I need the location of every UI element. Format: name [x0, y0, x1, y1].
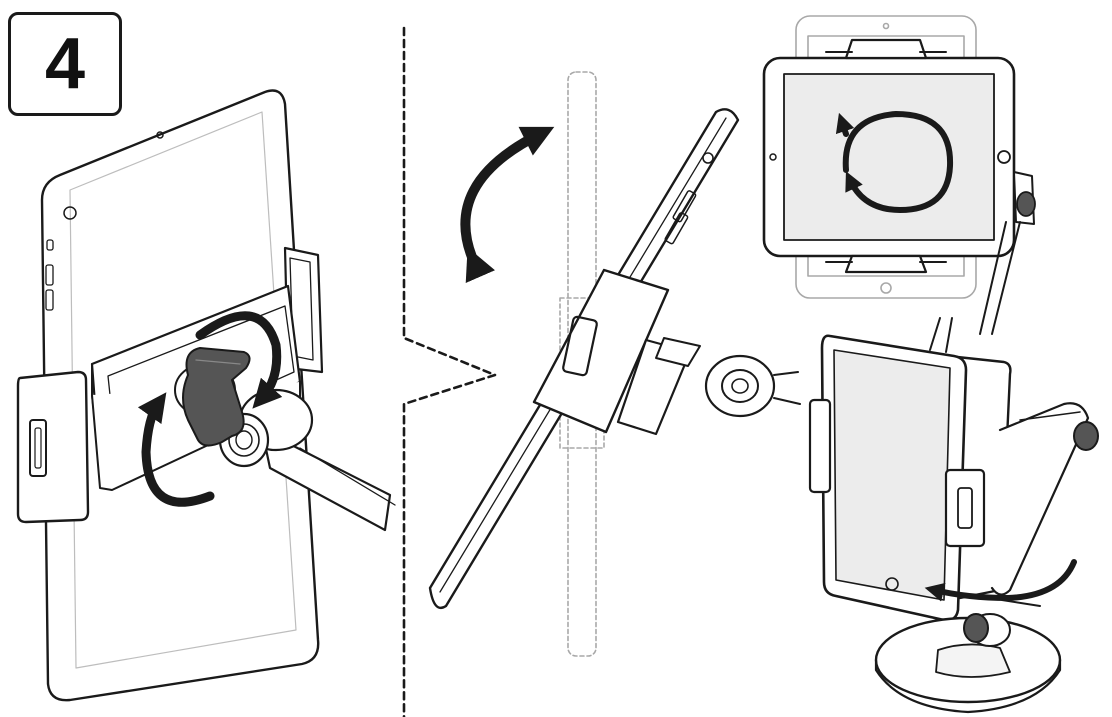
rotate-bidirectional-icon: [137, 311, 283, 507]
step-number-box: 4: [8, 12, 122, 116]
panel-swivel-stand: [808, 317, 1099, 714]
panel-orientation-rotate: [762, 15, 1036, 335]
rotate-circular-icon: [842, 111, 954, 213]
winged-knob: [182, 347, 251, 447]
panel-divider: [402, 26, 497, 717]
step-number: 4: [44, 24, 86, 104]
panel-tilt-side-view: [428, 71, 801, 657]
tablet-screen: [783, 73, 995, 241]
panel-knob-tighten: [16, 89, 396, 702]
tablet-camera: [156, 131, 164, 139]
tilt-arrow-icon: [460, 126, 555, 284]
swivel-arrow-icon: [924, 559, 1077, 602]
